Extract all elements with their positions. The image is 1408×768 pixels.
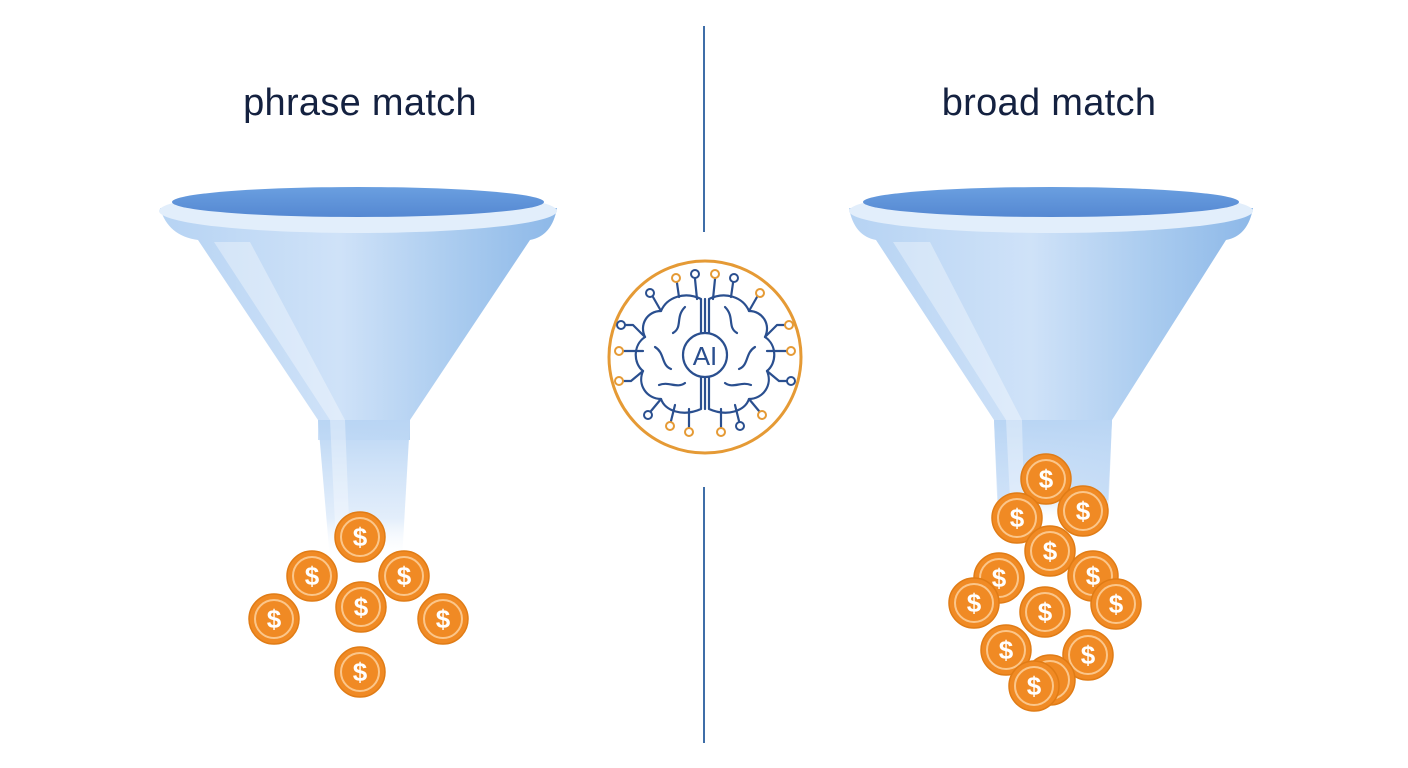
funnel-right [849, 187, 1253, 520]
dollar-symbol: $ [1076, 496, 1091, 526]
dollar-symbol: $ [1043, 536, 1058, 566]
coin-icon: $ [1057, 485, 1109, 537]
divider-line-top [703, 26, 705, 232]
coin-icon: $ [334, 511, 386, 563]
dollar-symbol: $ [1027, 671, 1042, 701]
dollar-symbol: $ [1039, 464, 1054, 494]
dollar-symbol: $ [397, 561, 412, 591]
phrase-match-title: phrase match [243, 82, 477, 124]
dollar-symbol: $ [1109, 589, 1124, 619]
coin-icon: $ [286, 550, 338, 602]
ai-brain-icon: AI [607, 259, 803, 455]
coin-icon: $ [1090, 578, 1142, 630]
coin-icon: $ [1024, 525, 1076, 577]
dollar-symbol: $ [1086, 561, 1101, 591]
coin-icon: $ [1020, 453, 1072, 505]
dollar-symbol: $ [353, 522, 368, 552]
funnel-left [159, 187, 557, 560]
coin-icon: $ [1062, 629, 1114, 681]
broad-match-title: broad match [941, 82, 1157, 124]
dollar-symbol: $ [992, 563, 1007, 593]
coin-icon: $ [1008, 660, 1060, 712]
coin-icon: $ [248, 593, 300, 645]
dollar-symbol: $ [436, 604, 451, 634]
dollar-symbol: $ [999, 635, 1014, 665]
coin-icon: $ [980, 624, 1032, 676]
dollar-symbol: $ [1038, 597, 1053, 627]
dollar-symbol: $ [1081, 640, 1096, 670]
dollar-symbol: $ [967, 588, 982, 618]
dollar-symbol: $ [305, 561, 320, 591]
coin-group-right: $$$$$$$$$$$$$ [948, 453, 1142, 712]
coin-icon: $ [378, 550, 430, 602]
coin-icon: $ [334, 646, 386, 698]
coin-icon: $ [948, 577, 1000, 629]
dollar-symbol: $ [354, 592, 369, 622]
coin-icon: $ [1019, 586, 1071, 638]
dollar-symbol: $ [1010, 503, 1025, 533]
ai-label: AI [693, 341, 718, 371]
dollar-symbol: $ [353, 657, 368, 687]
dollar-symbol: $ [267, 604, 282, 634]
coin-icon: $ [335, 581, 387, 633]
coin-icon: $ [991, 492, 1043, 544]
coin-icon: $ [417, 593, 469, 645]
divider-line-bottom [703, 487, 705, 743]
coin-group-left: $ $ $ $ $ $ $ [248, 511, 469, 698]
